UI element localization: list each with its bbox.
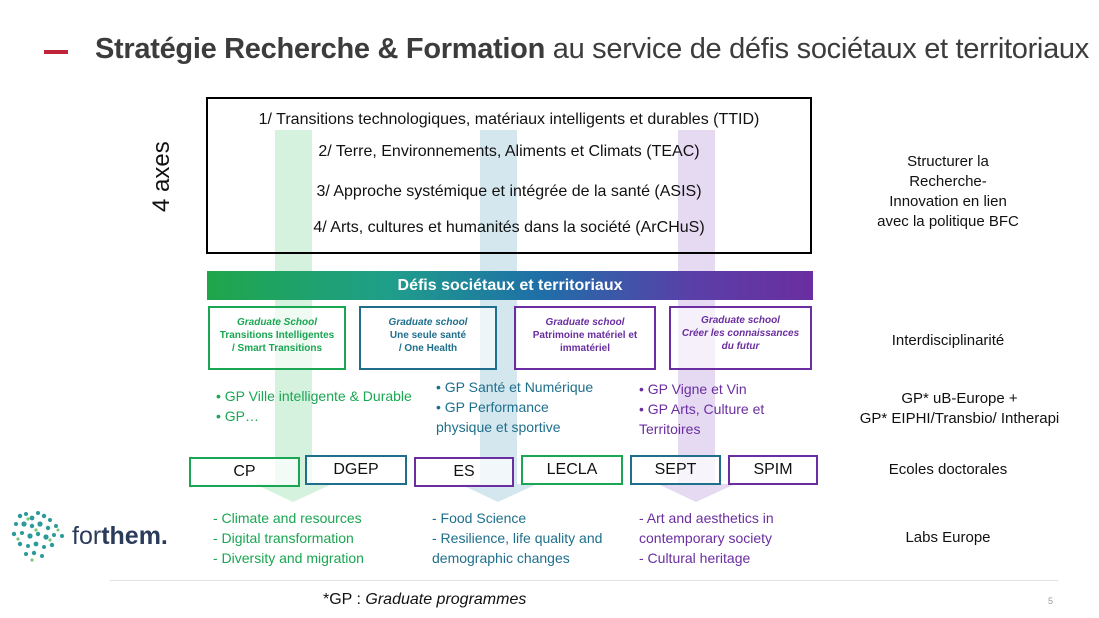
labs-col1: - Climate and resources - Digital transf… bbox=[213, 508, 364, 568]
footnote-italic: Graduate programmes bbox=[365, 591, 527, 608]
programme-item: • GP Performance bbox=[436, 399, 549, 415]
lab-item: demographic changes bbox=[432, 550, 570, 566]
page-title: Stratégie Recherche & Formation au servi… bbox=[95, 33, 1089, 66]
graduate-school-smart-transitions: Graduate School Transitions Intelligente… bbox=[208, 306, 346, 370]
logo-text-bold: them. bbox=[101, 522, 168, 550]
ecole-sept: SEPT bbox=[630, 455, 721, 485]
programmes-col1: • GP Ville intelligente & Durable • GP… bbox=[216, 386, 412, 426]
programme-item: • GP Ville intelligente & Durable bbox=[216, 388, 412, 404]
label-gp: GP* uB-Europe + GP* EIPHI/Transbio/ Inth… bbox=[842, 389, 1077, 429]
forthem-logo-text: forthem. bbox=[72, 522, 168, 551]
axis-4: 4/ Arts, cultures et humanités dans la s… bbox=[313, 219, 705, 236]
page-number: 5 bbox=[1048, 596, 1054, 606]
title-rest: au service de défis sociétaux et territo… bbox=[552, 33, 1089, 65]
label-line: Structurer la bbox=[907, 153, 989, 170]
label-line: avec la politique BFC bbox=[877, 213, 1019, 230]
gs-sub: Patrimoine matériel et bbox=[532, 330, 638, 341]
ecole-dgep: DGEP bbox=[305, 455, 407, 485]
gs-sub: du futur bbox=[721, 341, 760, 352]
label-ecoles-doctorales: Ecoles doctorales bbox=[888, 461, 1008, 478]
labs-col3: - Art and aesthetics in contemporary soc… bbox=[639, 508, 774, 568]
graduate-school-patrimoine: Graduate school Patrimoine matériel et i… bbox=[514, 306, 656, 370]
footnote-prefix: *GP : bbox=[323, 591, 366, 608]
gs-sub: / One Health bbox=[398, 343, 458, 354]
programme-item: • GP… bbox=[216, 408, 260, 424]
lab-item: - Cultural heritage bbox=[639, 550, 751, 566]
lab-item: - Art and aesthetics in bbox=[639, 510, 774, 526]
programmes-col3: • GP Vigne et Vin • GP Arts, Culture et … bbox=[639, 379, 764, 439]
labs-col2: - Food Science - Resilience, life qualit… bbox=[432, 508, 602, 568]
gs-title: Graduate school bbox=[545, 317, 625, 328]
gs-title: Graduate school bbox=[388, 317, 468, 328]
axes-count-label: 4 axes bbox=[148, 141, 175, 212]
blue-arrow bbox=[460, 130, 537, 502]
title-bold: Stratégie Recherche & Formation bbox=[95, 33, 545, 65]
programme-item: Territoires bbox=[639, 421, 701, 437]
programme-item: • GP Arts, Culture et bbox=[639, 401, 765, 417]
forthem-logo-icon bbox=[11, 511, 64, 562]
label-labs-europe: Labs Europe bbox=[905, 529, 991, 546]
label-interdisciplinarite: Interdisciplinarité bbox=[891, 332, 1005, 349]
gs-title: Graduate School bbox=[236, 317, 317, 328]
programmes-col2: • GP Santé et Numérique • GP Performance… bbox=[436, 377, 593, 437]
lab-item: - Diversity and migration bbox=[213, 550, 364, 566]
gs-sub: Créer les connaissances bbox=[681, 328, 800, 339]
gs-title: Graduate school bbox=[701, 315, 780, 326]
axis-2: 2/ Terre, Environnements, Aliments et Cl… bbox=[318, 143, 700, 160]
title-accent-dash bbox=[44, 50, 68, 54]
ecole-es: ES bbox=[414, 457, 514, 487]
label-line: Recherche- bbox=[909, 173, 987, 190]
defis-bar: Défis sociétaux et territoriaux bbox=[207, 271, 813, 300]
label-line: GP* EIPHI/Transbio/ Intherapi bbox=[859, 410, 1060, 427]
axes-box bbox=[206, 97, 812, 254]
logo-text-light: for bbox=[72, 522, 102, 550]
label-line: GP* uB-Europe + bbox=[901, 390, 1018, 407]
footer-divider bbox=[110, 580, 1058, 581]
ecole-cp: CP bbox=[189, 457, 300, 487]
lab-item: - Climate and resources bbox=[213, 510, 362, 526]
axis-3: 3/ Approche systémique et intégrée de la… bbox=[316, 183, 702, 200]
graduate-school-one-health: Graduate school Une seule santé / One He… bbox=[359, 306, 497, 370]
ecole-lecla: LECLA bbox=[521, 455, 623, 485]
graduate-school-creer-connaissances: Graduate school Créer les connaissances … bbox=[669, 306, 812, 370]
programme-item: • GP Vigne et Vin bbox=[639, 381, 747, 397]
label-structurer: Structurer la Recherche- Innovation en l… bbox=[838, 152, 1058, 232]
axis-1: 1/ Transitions technologiques, matériaux… bbox=[258, 111, 760, 128]
gs-sub: Une seule santé bbox=[389, 330, 467, 341]
gs-sub: immatériel bbox=[559, 343, 611, 354]
lab-item: - Food Science bbox=[432, 510, 527, 526]
programme-item: • GP Santé et Numérique bbox=[436, 379, 594, 395]
gs-sub: Transitions Intelligentes bbox=[219, 330, 335, 341]
ecole-spim: SPIM bbox=[728, 455, 818, 485]
programme-item: physique et sportive bbox=[436, 419, 561, 435]
lab-item: - Digital transformation bbox=[213, 530, 354, 546]
lab-item: - Resilience, life quality and bbox=[432, 530, 603, 546]
lab-item: contemporary society bbox=[639, 530, 773, 546]
label-line: Innovation en lien bbox=[889, 193, 1007, 210]
footnote: *GP : Graduate programmes bbox=[323, 591, 526, 609]
gs-sub: / Smart Transitions bbox=[231, 343, 323, 354]
